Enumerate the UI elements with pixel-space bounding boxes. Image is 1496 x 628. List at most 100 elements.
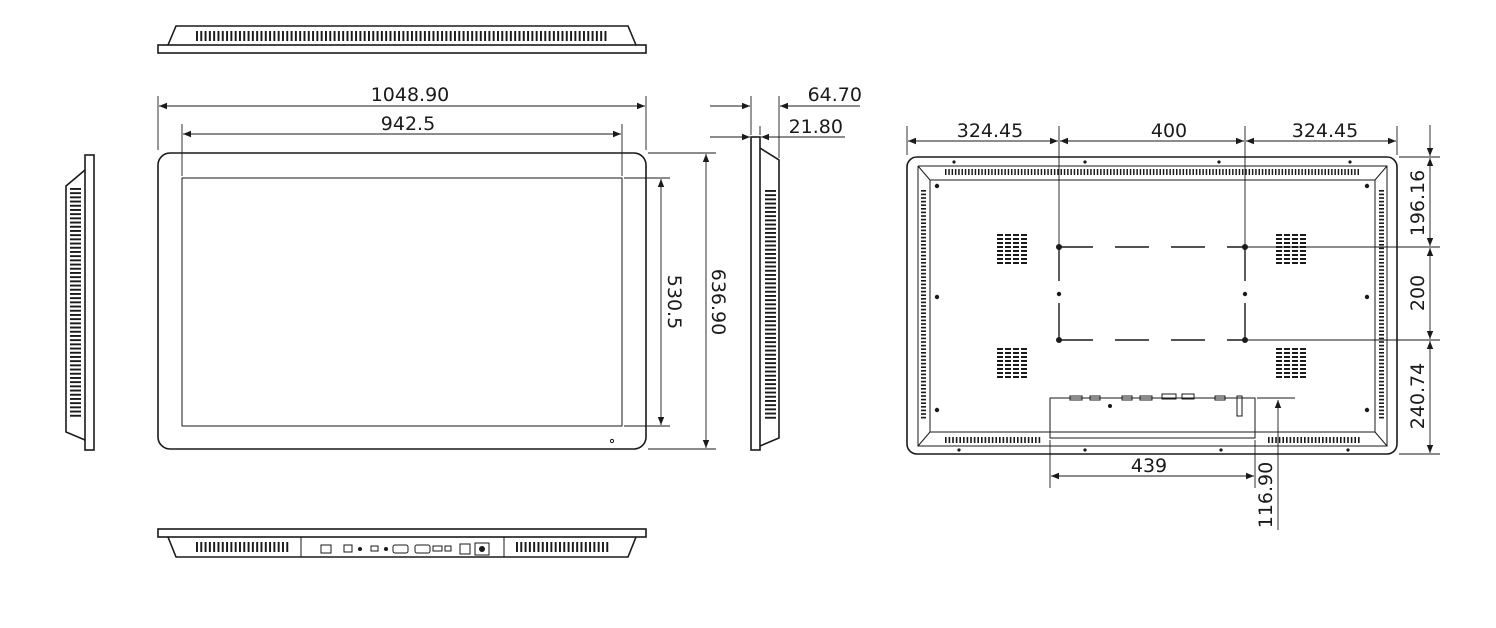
dimension-active-width: 942.5: [381, 113, 435, 135]
vent-slot: [548, 31, 551, 41]
vent-slot: [1086, 169, 1089, 175]
grille-slot: [1013, 356, 1019, 358]
dimension-total-depth: 64.70: [808, 84, 862, 106]
vent-slot: [200, 542, 203, 552]
grille-slot: [1013, 372, 1019, 374]
vent-slot: [765, 240, 776, 243]
vent-slot: [1379, 200, 1384, 203]
vent-slot: [1057, 169, 1059, 175]
vent-slot: [419, 31, 422, 41]
vent-slot: [234, 31, 237, 41]
vent-slot: [921, 312, 926, 315]
grille-slot: [1021, 356, 1027, 358]
left-vent-slots: [70, 188, 81, 417]
vent-slot: [1070, 169, 1072, 175]
grille-slot: [1284, 348, 1290, 350]
vent-slot: [1304, 437, 1306, 443]
vent-slot: [565, 31, 568, 41]
vent-slot: [995, 437, 998, 443]
vent-slot: [230, 31, 233, 41]
vent-slot: [1379, 305, 1384, 307]
grille-slot: [1005, 364, 1011, 366]
vent-slot: [454, 31, 456, 41]
vent-slot: [303, 31, 306, 41]
vent-slot: [1308, 169, 1310, 175]
vent-slot: [1215, 169, 1218, 175]
vent-slot: [1047, 169, 1049, 175]
vent-slot: [921, 316, 926, 318]
vent-slot: [1379, 377, 1384, 379]
vent-slot: [1379, 229, 1384, 232]
vent-slot: [1133, 169, 1135, 175]
vent-slot: [70, 414, 81, 417]
vent-slot: [921, 402, 926, 405]
vent-slot: [70, 330, 81, 333]
vent-slot: [1340, 437, 1342, 443]
vent-slot: [1004, 169, 1006, 175]
grille-slot: [1013, 364, 1019, 366]
vent-slot: [921, 262, 926, 264]
vent-slot: [1379, 395, 1384, 397]
vent-slot: [1379, 355, 1384, 358]
grille-slot: [997, 250, 1003, 252]
vent-slot: [432, 31, 435, 41]
grille-slot: [1276, 250, 1282, 252]
vent-slot: [955, 437, 958, 443]
vent-slot: [1113, 169, 1115, 175]
vent-slot: [921, 276, 926, 279]
grille-slot: [1300, 348, 1306, 350]
grille-slot: [1005, 372, 1011, 374]
vent-slot: [1379, 391, 1384, 394]
rear-right-vent-slots: [1379, 190, 1384, 419]
vent-slot: [765, 328, 776, 331]
vent-slot: [921, 377, 926, 379]
vent-slot: [256, 31, 259, 41]
vent-slot: [1379, 272, 1384, 275]
vent-slot: [1080, 169, 1082, 175]
vent-slot: [307, 31, 310, 41]
vent-slot: [1379, 265, 1384, 268]
grille-slot: [1013, 234, 1019, 236]
vent-slot: [1379, 204, 1384, 207]
vent-slot: [765, 248, 776, 251]
vent-slot: [765, 400, 776, 402]
grille-slot: [997, 364, 1003, 366]
grille-slot: [1276, 364, 1282, 366]
dimension-vesa-vertical: 200: [1407, 275, 1429, 311]
vent-slot: [1002, 437, 1005, 443]
vent-slot: [260, 31, 263, 41]
grille-slot: [1292, 258, 1298, 260]
grille-slot: [1292, 364, 1298, 366]
vent-slot: [1152, 169, 1155, 175]
vent-slot: [765, 253, 776, 255]
vent-slot: [1379, 269, 1384, 271]
vent-slot: [1379, 226, 1384, 228]
grille-slot: [1284, 250, 1290, 252]
vent-slot: [1063, 169, 1066, 175]
vent-slot: [921, 290, 926, 293]
vent-slot: [70, 305, 81, 308]
vent-slot: [981, 169, 983, 175]
vent-slot: [570, 31, 573, 41]
vent-slot: [571, 542, 574, 552]
vent-slot: [1322, 437, 1324, 443]
vent-slot: [921, 406, 926, 408]
vent-slot: [1077, 169, 1079, 175]
vent-slot: [217, 31, 220, 41]
vent-slot: [1379, 319, 1384, 322]
vent-slot: [1143, 169, 1145, 175]
vent-slot: [921, 323, 926, 325]
vent-slot: [765, 244, 776, 247]
vent-slot: [959, 437, 962, 443]
vent-slot: [428, 31, 431, 41]
vent-slot: [765, 211, 776, 213]
vent-slot: [1093, 169, 1095, 175]
grille-slot: [1021, 364, 1027, 366]
front-view: 1048.90 942.5 530.5 636.90: [157, 84, 729, 450]
vent-slot: [70, 398, 81, 400]
vent-slot: [204, 542, 207, 552]
vent-slot: [1350, 169, 1353, 175]
vent-slot: [597, 542, 600, 552]
vent-slot: [282, 542, 284, 552]
